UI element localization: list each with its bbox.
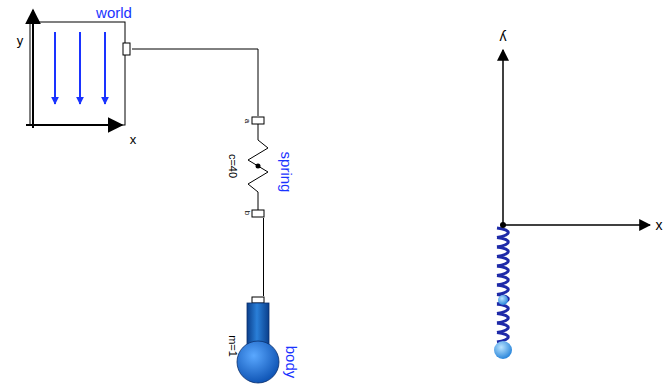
axis-label: x [130, 133, 137, 146]
animation-view [494, 50, 650, 359]
body-component: body m=1 [222, 296, 306, 386]
coil-winding [497, 247, 508, 257]
coil-winding [497, 228, 508, 238]
axis-label: x [656, 218, 663, 232]
body-symbol [237, 297, 279, 383]
spring-symbol [248, 117, 268, 217]
axis-label: y [17, 34, 24, 47]
port-label: a [243, 119, 251, 123]
component-name: body [284, 346, 299, 379]
spring-component: spring c=40 [222, 116, 300, 218]
coil-winding [497, 304, 508, 314]
coil-winding [497, 257, 508, 267]
axis-label: y [500, 31, 507, 45]
parameter-label: m=1 [227, 335, 238, 357]
component-name: world [96, 5, 132, 20]
connection-line [132, 49, 258, 116]
world-icon [26, 10, 130, 128]
component-name: spring [279, 152, 294, 193]
coil-winding [497, 323, 508, 333]
coil-winding [497, 276, 508, 286]
world-component: world [28, 2, 132, 130]
coil-winding [497, 333, 508, 343]
port-label: b [243, 211, 251, 215]
coil-winding [497, 295, 508, 305]
connection-line [263, 218, 264, 296]
coil-winding [497, 285, 508, 295]
coil-winding [497, 314, 508, 324]
parameter-label: c=40 [227, 154, 238, 178]
coil-winding [497, 266, 508, 276]
coil-winding [497, 238, 508, 248]
